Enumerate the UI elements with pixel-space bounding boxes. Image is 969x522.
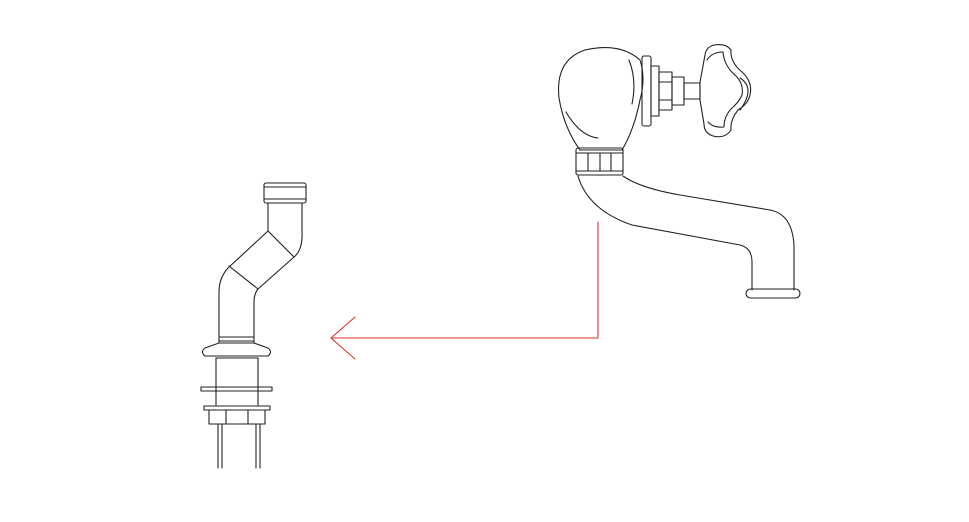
riser-bottom-tail <box>217 423 261 469</box>
riser-washer-lower <box>203 405 271 411</box>
riser-lower-tube <box>218 291 255 344</box>
inlet-riser-pipe <box>200 182 307 469</box>
faucet-spout-outlet <box>745 288 801 299</box>
faucet-cross-handle <box>699 44 752 138</box>
faucet-valve-stem <box>641 55 701 127</box>
faucet-spout <box>577 175 795 291</box>
riser-flange <box>201 342 272 357</box>
riser-upper-tube <box>267 202 303 258</box>
assembly-arrow <box>330 221 599 360</box>
faucet-body <box>557 47 644 151</box>
arrow-head <box>330 316 356 360</box>
riser-top-cap <box>263 182 307 204</box>
riser-lock-nut <box>208 409 266 425</box>
arrow-shaft <box>331 221 599 339</box>
faucet-hex-nut <box>575 147 624 176</box>
riser-offset-bend <box>218 230 295 303</box>
faucet-with-handle-and-spout <box>557 44 801 299</box>
riser-washer-upper <box>200 386 273 392</box>
riser-threaded-shank <box>215 357 259 406</box>
